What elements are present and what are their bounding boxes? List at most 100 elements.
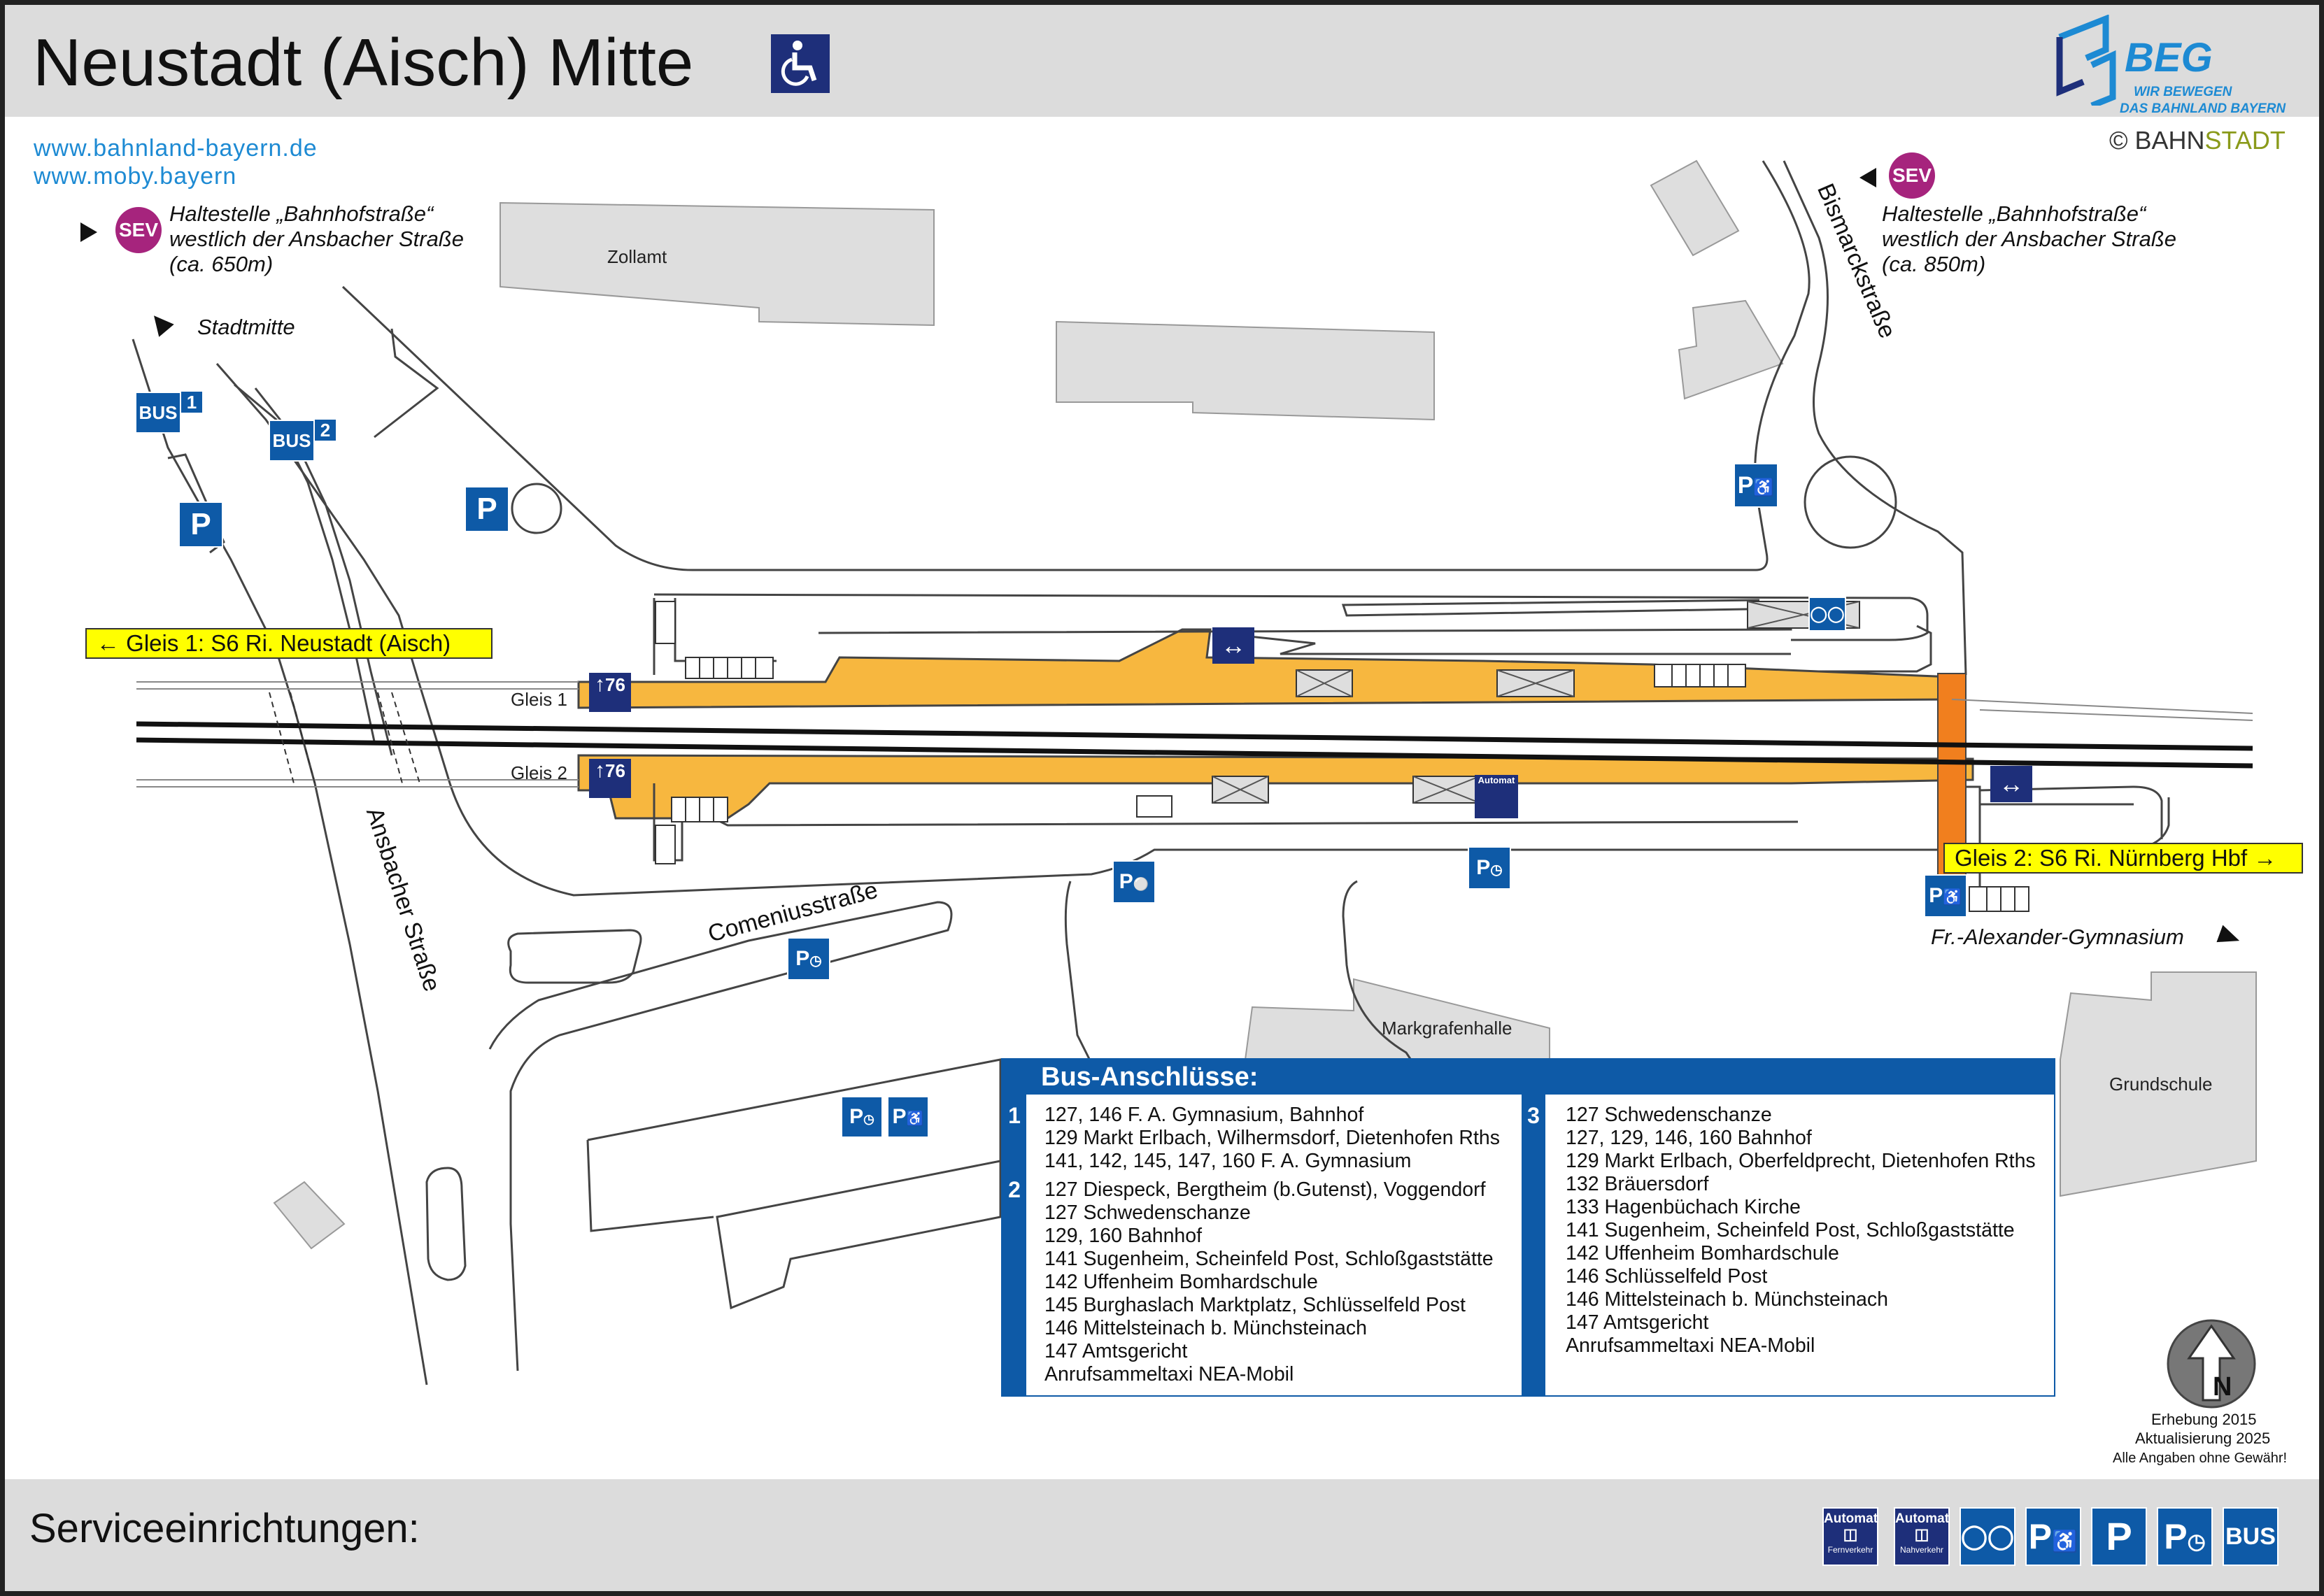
bus-line-1-1: 127, 146 F. A. Gymnasium, Bahnhof — [1044, 1104, 1364, 1126]
ticket-machine-regional-icon: Automat ◫ Nahverkehr — [1894, 1507, 1950, 1566]
building-small-sw — [273, 1181, 346, 1250]
stairs-footbridge-south — [1969, 886, 2029, 912]
sign-gleis-1-direction: ← Gleis 1: S6 Ri. Neustadt (Aisch) — [85, 628, 493, 659]
stairs-north-west — [655, 601, 676, 644]
clock-icon: ◷ — [863, 1112, 874, 1126]
platform-height-gleis-1: ↑76 — [589, 673, 631, 712]
automat-fern-bottom: Fernverkehr — [1827, 1545, 1873, 1555]
disabled-parking-south: P♿ — [1924, 874, 1967, 918]
platform-height-gleis-2: ↑76 — [589, 759, 631, 798]
bus-column-bar-right — [1522, 1095, 1545, 1397]
label-markgrafenhalle: Markgrafenhalle — [1382, 1018, 1512, 1039]
building-north-east-2 — [1678, 299, 1784, 400]
track-1-rail-a — [136, 721, 2253, 751]
wheelchair-icon — [771, 34, 830, 93]
siding-east-b — [1979, 709, 2253, 721]
bus-line-1-3: 141, 142, 145, 147, 160 F. A. Gymnasium — [1044, 1150, 1412, 1172]
parking-outline-1 — [507, 929, 642, 984]
clock-icon: ◷ — [809, 953, 822, 969]
disabled-parking-p: P — [2028, 1517, 2052, 1556]
sign-gleis-1-text: Gleis 1: S6 Ri. Neustadt (Aisch) — [126, 630, 451, 656]
arrow-right-icon: → — [2247, 845, 2277, 871]
beg-slogan-line1: WIR BEWEGEN — [2134, 85, 2232, 99]
sev-badge-west: SEV — [115, 207, 162, 253]
direction-stadtmitte: Stadtmitte — [197, 315, 295, 339]
bus-line-2-6: 145 Burghaslach Marktplatz, Schlüsselfel… — [1044, 1294, 1466, 1316]
road-south-loop — [1979, 785, 2163, 839]
road-bahnhofstrasse-north — [341, 160, 1811, 571]
parking-west: P — [178, 501, 223, 548]
parking-outline-2 — [425, 1167, 467, 1281]
parking-north: P — [465, 486, 509, 532]
clock-icon: ◷ — [1490, 862, 1503, 878]
bus-line-2-1: 127 Diespeck, Bergtheim (b.Gutenst), Vog… — [1044, 1178, 1486, 1201]
copyright-bahnstadt: © BAHNSTADT — [2109, 126, 2286, 155]
bicycle-parking-icon: ◯◯ — [1960, 1507, 2015, 1566]
arrow-sev-west-icon — [80, 222, 97, 242]
building-grundschule — [2060, 971, 2257, 1197]
crossing-arrows-icon-east: ↔ — [1990, 766, 2032, 802]
stairs-north-west-2 — [685, 657, 774, 679]
road-access-north-2 — [1812, 625, 1932, 673]
bus-stop-number-2: 2 — [1008, 1177, 1021, 1202]
label-gleis-2: Gleis 2 — [511, 762, 567, 783]
bus-line-3-3: 129 Markt Erlbach, Oberfeldprecht, Diete… — [1566, 1150, 2036, 1172]
short-term-parking-south-p: P — [1476, 856, 1491, 879]
bus-line-2-9: Anrufsammeltaxi NEA-Mobil — [1044, 1363, 1294, 1385]
bus-line-3-11: Anrufsammeltaxi NEA-Mobil — [1566, 1334, 1815, 1357]
arrow-up-icon: ↑ — [595, 673, 606, 696]
bus-line-3-5: 133 Hagenbüchach Kirche — [1566, 1196, 1801, 1218]
bus-line-2-8: 147 Amtsgericht — [1044, 1340, 1188, 1362]
arrow-sev-east-icon — [1859, 168, 1876, 187]
disclaimer: Alle Angaben ohne Gewähr! — [2113, 1451, 2288, 1466]
platform-height-value-2: 76 — [605, 760, 625, 781]
bus-column-bar-left — [1002, 1095, 1026, 1397]
sev-west-line3: (ca. 650m) — [169, 252, 274, 276]
wheelchair-icon: ♿ — [1753, 478, 1775, 497]
wheelchair-icon: ♿ — [906, 1111, 924, 1127]
beg-wordmark: BEG — [2125, 35, 2213, 80]
building-south-school — [586, 1058, 1002, 1310]
disabled-parking-north-p: P — [1737, 472, 1754, 499]
bus-line-1-2: 129 Markt Erlbach, Wilhermsdorf, Dietenh… — [1044, 1127, 1501, 1149]
road-access-north — [653, 593, 1929, 641]
sev-badge-east: SEV — [1889, 152, 1935, 199]
station-title: Neustadt (Aisch) Mitte — [33, 25, 694, 100]
short-term-parking-school-p: P — [849, 1105, 864, 1128]
ticket-machine-icon: Automat — [1475, 775, 1518, 818]
header-bar: Neustadt (Aisch) Mitte BEG WIR BEWEGEN D… — [5, 5, 2319, 117]
bus-connections-panel: Bus-Anschlüsse: 1 2 3 127, 146 F. A. Gym… — [1001, 1058, 2055, 1397]
roundabout-east — [1804, 455, 1897, 549]
beg-logo: BEG WIR BEWEGEN DAS BAHNLAND BAYERN — [2051, 15, 2289, 120]
north-label: N — [2213, 1372, 2232, 1402]
link-moby-bayern[interactable]: www.moby.bayern — [34, 163, 237, 190]
bus-line-3-2: 127, 129, 146, 160 Bahnhof — [1566, 1127, 1812, 1149]
label-grundschule: Grundschule — [2109, 1074, 2213, 1095]
siding-east — [1951, 699, 2253, 714]
road-ansbacher-centre-1 — [234, 383, 376, 742]
roundabout-west — [511, 483, 562, 534]
road-south-east — [1342, 880, 1415, 1064]
automat-nah-top: Automat — [1895, 1511, 1950, 1526]
link-bahnland-bayern[interactable]: www.bahnland-bayern.de — [34, 135, 318, 162]
copyright-text: © BAHN — [2109, 126, 2205, 155]
bus-line-3-9: 146 Mittelsteinach b. Münchsteinach — [1566, 1288, 1889, 1311]
road-comenius — [488, 901, 953, 1371]
sev-west-line2: westlich der Ansbacher Straße — [169, 227, 464, 251]
sev-west-line1: Haltestelle „Bahnhofstraße“ — [169, 201, 434, 226]
bus-line-2-2: 127 Schwedenschanze — [1044, 1202, 1251, 1224]
label-gleis-1: Gleis 1 — [511, 689, 567, 710]
bicycle-parking-south-p: P — [1119, 870, 1133, 893]
bus-stop-number-1: 1 — [1008, 1103, 1021, 1128]
label-zollamt: Zollamt — [607, 246, 667, 267]
north-arrow-icon: N — [2165, 1318, 2258, 1410]
building-north — [1056, 320, 1435, 421]
north-ramp-zigzag — [1217, 632, 1791, 655]
ticket-icon: ◫ — [1914, 1525, 1929, 1543]
clock-icon: ◷ — [2187, 1530, 2206, 1553]
sev-east-line3: (ca. 850m) — [1882, 252, 1986, 276]
bus-line-3-4: 132 Bräuersdorf — [1566, 1173, 1709, 1195]
road-bismarck-east — [1783, 160, 1967, 676]
disabled-parking-north: P♿ — [1734, 463, 1778, 508]
bus-stop-2-number: 2 — [315, 420, 336, 441]
